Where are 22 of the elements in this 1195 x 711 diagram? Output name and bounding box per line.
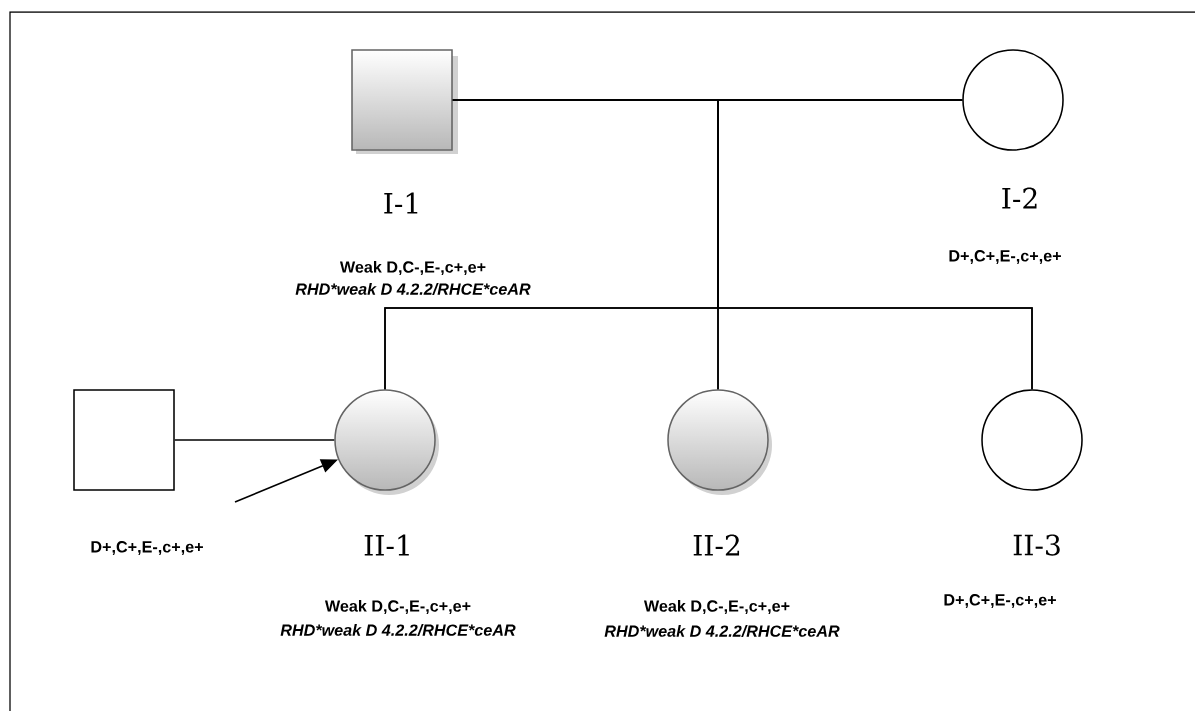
individual-label: I-1 xyxy=(384,192,418,214)
female-circle xyxy=(334,389,439,495)
phenotype-label: D+,C+,E-,c+,e+ xyxy=(949,250,1061,264)
phenotype-label: Weak D,C-,E-,c+,e+ xyxy=(324,599,471,615)
genotype-label: RHD*weak D 4.2.2/RHCE*ceAR xyxy=(295,283,531,296)
individual-label: II-1 xyxy=(364,534,409,556)
phenotype-label: D+,C+,E-,c+,e+ xyxy=(944,594,1056,608)
phenotype-label: Weak D,C-,E-,c+,e+ xyxy=(339,260,486,276)
individual-label: II-2 xyxy=(693,534,740,556)
individual-label: II-3 xyxy=(1013,534,1060,556)
phenotype-label: Weak D,C-,E-,c+,e+ xyxy=(643,599,790,615)
male-square xyxy=(351,49,458,154)
female-circle xyxy=(962,49,1064,151)
phenotype-label: D+,C+,E-,c+,e+ xyxy=(91,541,203,555)
male-square xyxy=(73,389,175,491)
female-circle xyxy=(981,389,1083,491)
descent-line xyxy=(717,99,1033,390)
individual-label: I-2 xyxy=(1002,187,1037,209)
genotype-label: RHD*weak D 4.2.2/RHCE*ceAR xyxy=(604,625,840,638)
genotype-label: RHD*weak D 4.2.2/RHCE*ceAR xyxy=(280,624,516,637)
female-circle xyxy=(667,389,772,495)
partner-line xyxy=(174,439,335,441)
